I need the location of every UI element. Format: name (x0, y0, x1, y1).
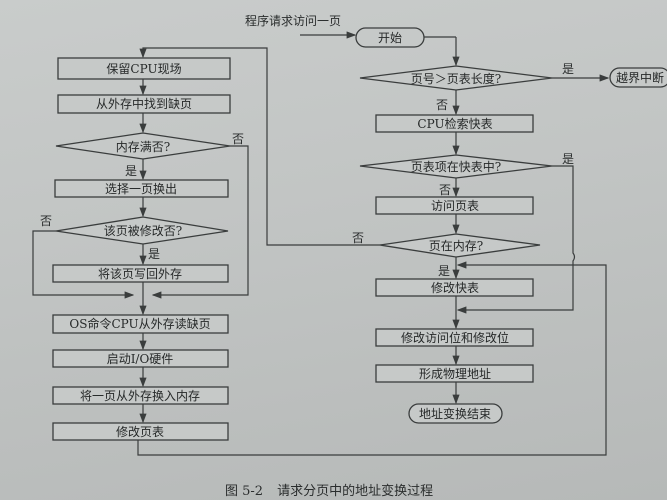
page-length-question: 页号＞页表长度? (410, 72, 502, 86)
end-label: 地址变换结束 (418, 407, 492, 421)
page-modified-question: 该页被修改否? (103, 224, 183, 238)
find-missing-page-label: 从外存中找到缺页 (95, 97, 193, 111)
page-modified-decision (55, 216, 229, 245)
branch-yes-page-in-memory: 是 (438, 264, 451, 278)
branch-yes-out-of-bounds: 是 (562, 62, 575, 76)
branch-yes-page-modified: 是 (148, 247, 161, 261)
memory-full-question: 内存满否? (115, 140, 171, 154)
select-page-out-label: 选择一页换出 (104, 182, 178, 196)
start-io-label: 启动I/O硬件 (106, 352, 174, 366)
branch-no-memory-full: 否 (232, 132, 245, 146)
os-command-read-label: OS命令CPU从外存读缺页 (69, 317, 211, 331)
cpu-search-tlb-label: CPU检索快表 (417, 117, 493, 131)
page-in-memory-question: 页在内存? (428, 239, 484, 253)
branch-yes-tlb-hit: 是 (562, 152, 575, 166)
modify-page-table-label: 修改页表 (115, 425, 165, 439)
start-label: 开始 (377, 31, 403, 45)
out-of-bounds-terminal (609, 67, 667, 88)
figure-title: 请求分页中的地址变换过程 (277, 484, 434, 499)
out-of-bounds-label: 越界中断 (615, 71, 665, 85)
entry-in-tlb-question: 页表项在快表中? (410, 160, 502, 174)
access-page-table-label: 访问页表 (430, 199, 480, 213)
figure-caption: 图 5-2 请求分页中的地址变换过程 (225, 480, 433, 499)
write-back-label: 将该页写回外存 (97, 267, 183, 281)
modify-bits-label: 修改访问位和修改位 (400, 331, 510, 345)
branch-no-tlb-miss: 否 (439, 183, 452, 197)
save-cpu-state-label: 保留CPU现场 (106, 62, 182, 76)
form-physical-address-label: 形成物理地址 (418, 367, 492, 381)
branch-no-page-length: 否 (436, 98, 449, 112)
modify-tlb-label: 修改快表 (430, 281, 480, 295)
entry-label: 程序请求访问一页 (245, 14, 342, 28)
branch-no-page-fault: 否 (352, 231, 365, 245)
page-in-memory-decision (379, 233, 541, 258)
figure-number: 图 5-2 (225, 484, 264, 499)
swap-in-label: 将一页从外存换入内存 (79, 389, 201, 403)
branch-no-page-modified: 否 (40, 214, 53, 228)
branch-yes-memory-full: 是 (125, 164, 138, 178)
